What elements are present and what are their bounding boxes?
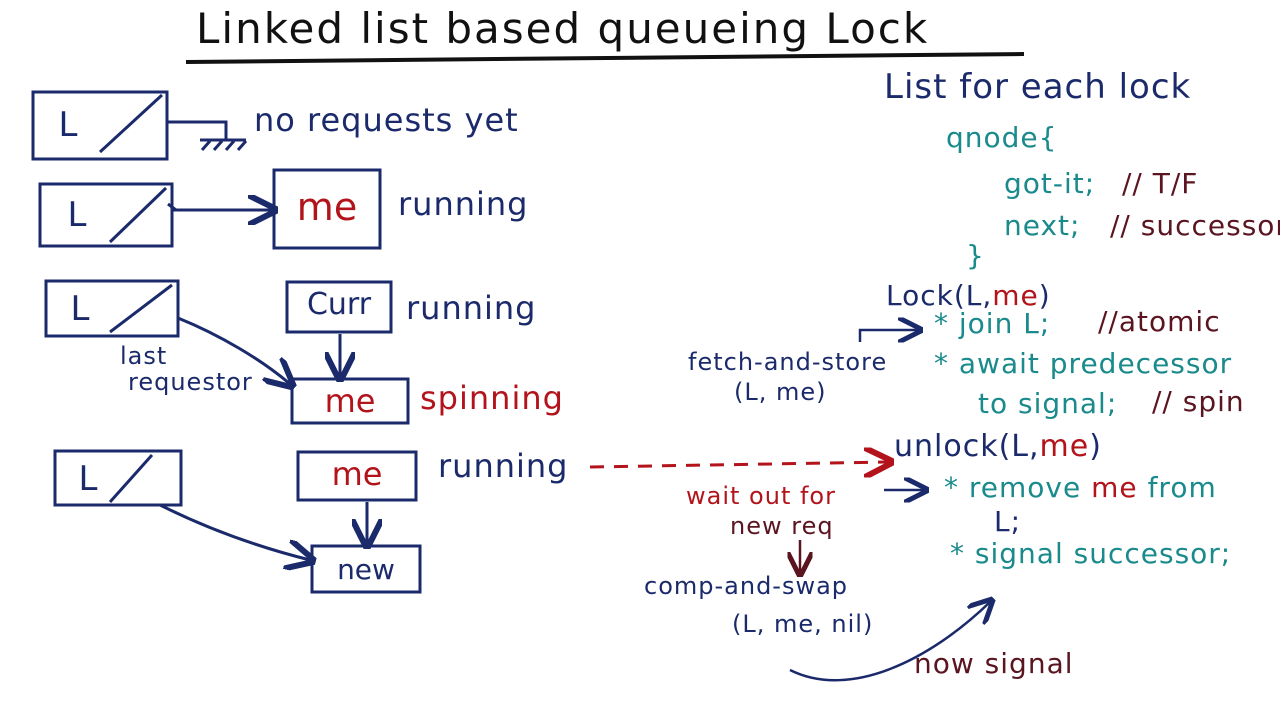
list-heading: List for each lock	[884, 67, 1192, 107]
arrow-now-signal	[789, 602, 990, 682]
row4-lock-label: L	[78, 459, 98, 499]
row3-curr-state: running	[406, 289, 537, 327]
row3-me-node: me	[324, 382, 376, 420]
step-await-1: * await predecessor	[934, 347, 1233, 380]
lock-signature-end: )	[1038, 279, 1051, 312]
fetch-and-store-label: fetch-and-store	[688, 348, 888, 376]
qnode-open: qnode{	[946, 121, 1058, 154]
step-remove-me: me	[1091, 471, 1138, 504]
unlock-signature-end: )	[1089, 429, 1102, 464]
comp-and-swap-args: (L, me, nil)	[732, 610, 874, 638]
arrow-to-join	[858, 330, 918, 342]
unlock-signature-me: me	[1039, 429, 1090, 464]
step-signal-successor: * signal successor;	[950, 537, 1232, 570]
step-remove-start: * remove	[944, 471, 1082, 504]
row4-me-state: running	[438, 447, 569, 485]
qnode-field-got-it: got-it;	[1004, 167, 1096, 200]
lock-signature-me: me	[992, 279, 1039, 312]
qnode-field-next: next;	[1004, 209, 1081, 242]
row2-me-node: me	[296, 185, 358, 229]
lock-signature: Lock(L,me)	[886, 282, 1051, 310]
fetch-and-store-args: (L, me)	[734, 378, 827, 406]
step-remove: * remove me from	[944, 474, 1217, 502]
row4-boxes	[53, 449, 422, 594]
qnode-close: }	[966, 239, 985, 272]
step-join: * join L;	[934, 307, 1051, 340]
row3-boxes	[44, 279, 410, 425]
row1-note: no requests yet	[254, 101, 519, 139]
row3-last-label-2: requestor	[128, 368, 253, 396]
step-remove-end: from	[1147, 471, 1217, 504]
row2-state: running	[398, 185, 529, 223]
row4-me-node: me	[331, 455, 383, 493]
row4-new-node: new	[337, 553, 395, 586]
lock-signature-start: Lock(L,	[886, 279, 993, 312]
qnode-comment-2: // successor	[1110, 209, 1280, 242]
qnode-comment-1: // T/F	[1122, 167, 1199, 200]
row3-last-label-1: last	[120, 342, 168, 370]
row3-me-state: spinning	[420, 379, 564, 417]
dashed-arrow-to-unlock	[589, 462, 888, 467]
wait-out-label-1: wait out for	[686, 482, 836, 510]
unlock-signature: unlock(L,me)	[894, 432, 1102, 462]
row3-lock-label: L	[70, 289, 90, 329]
step-await-comment: // spin	[1152, 385, 1245, 418]
step-await-2: to signal;	[978, 387, 1118, 420]
comp-and-swap-label: comp-and-swap	[644, 572, 849, 600]
row1-lock-label: L	[58, 105, 78, 145]
row2-lock-box	[38, 168, 382, 250]
now-signal-label: now signal	[914, 647, 1074, 680]
wait-out-label-2: new req	[730, 512, 834, 540]
page-title: Linked list based queueing Lock	[196, 4, 930, 53]
title-underline	[185, 52, 1025, 64]
row2-lock-label: L	[67, 195, 87, 235]
row3-curr-node: Curr	[306, 287, 372, 322]
row1-lock-box	[31, 90, 248, 161]
step-remove-target: L;	[994, 505, 1022, 538]
step-join-comment: //atomic	[1098, 305, 1221, 338]
unlock-signature-start: unlock(L,	[894, 429, 1040, 464]
